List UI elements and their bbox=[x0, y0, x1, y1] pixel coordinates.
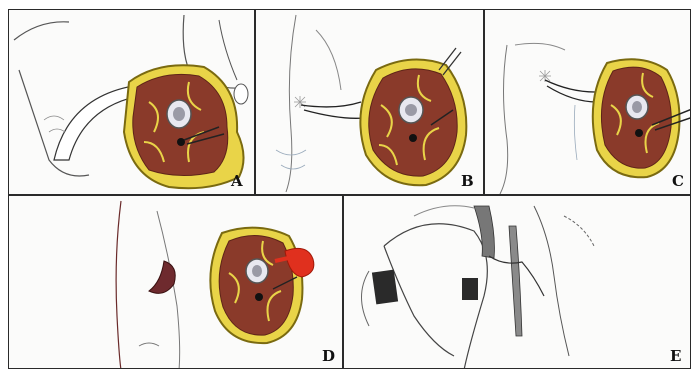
cross-section-a bbox=[124, 65, 244, 188]
panel-a: A bbox=[8, 9, 255, 195]
panel-a-illustration bbox=[9, 10, 255, 195]
panel-c-illustration bbox=[485, 10, 691, 195]
panel-d-label: D bbox=[322, 349, 335, 364]
cross-section-d bbox=[210, 228, 313, 343]
panel-d: D bbox=[8, 195, 343, 369]
panel-d-illustration bbox=[9, 196, 343, 369]
panel-c: C bbox=[484, 9, 691, 195]
panel-b-illustration bbox=[256, 10, 484, 195]
cross-section-c bbox=[593, 59, 691, 177]
panel-b-label: B bbox=[461, 174, 474, 189]
panel-e-illustration bbox=[344, 196, 691, 369]
panel-b: B bbox=[255, 9, 484, 195]
panel-e-label: E bbox=[670, 349, 681, 364]
panel-c-label: C bbox=[672, 174, 684, 189]
panel-e: E bbox=[343, 195, 691, 369]
panel-a-label: A bbox=[231, 174, 243, 189]
cross-section-b bbox=[360, 48, 466, 185]
